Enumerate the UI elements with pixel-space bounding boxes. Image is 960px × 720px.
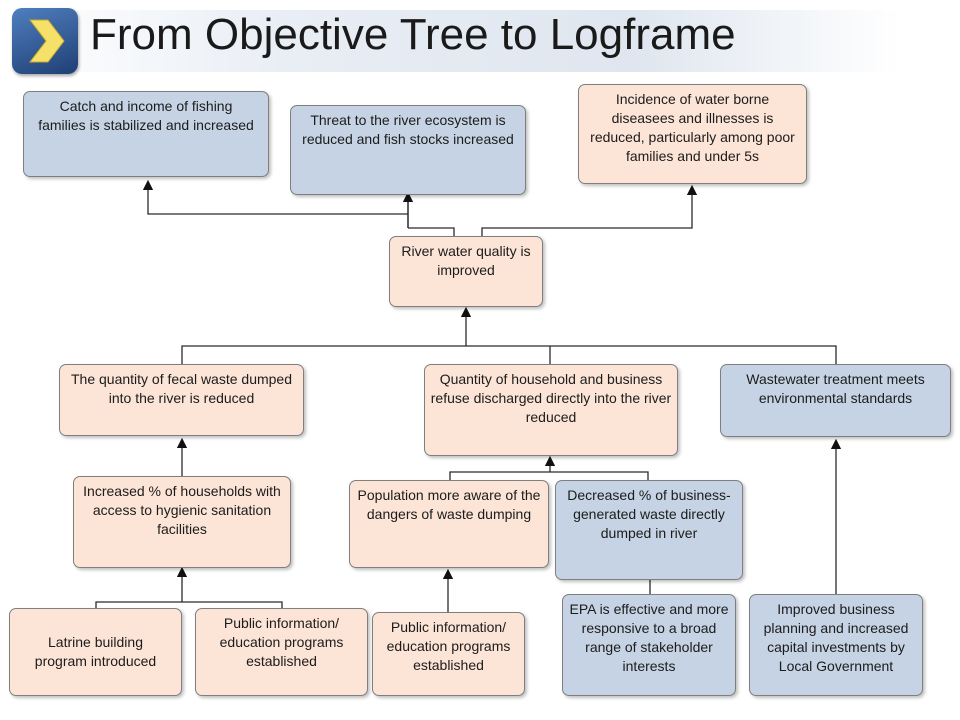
node-river-quality: River water quality is improved: [389, 236, 543, 307]
node-sanitation: Increased % of households with access to…: [73, 476, 291, 568]
node-latrine: Latrine building program introduced: [9, 608, 182, 696]
node-threat-river: Threat to the river ecosystem is reduced…: [290, 105, 526, 195]
node-population-aware: Population more aware of the dangers of …: [349, 480, 549, 568]
node-public-info-1: Public information/ education programs e…: [195, 608, 368, 696]
node-river-quality-text: River water quality is improved: [401, 243, 531, 278]
node-catch-income-text: Catch and income of fishing families is …: [38, 98, 254, 133]
page-title: From Objective Tree to Logframe: [90, 10, 736, 59]
node-water-borne-text: Incidence of water borne diseasees and i…: [590, 91, 795, 164]
node-wastewater: Wastewater treatment meets environmental…: [720, 364, 951, 437]
connector-to-household-refuse: [449, 461, 649, 480]
node-business-waste: Decreased % of business-generated waste …: [555, 480, 743, 580]
node-fecal-waste-text: The quantity of fecal waste dumped into …: [70, 371, 293, 406]
node-business-waste-text: Decreased % of business-generated waste …: [567, 487, 731, 541]
node-latrine-text: Latrine building program introduced: [34, 634, 157, 669]
node-threat-river-text: Threat to the river ecosystem is reduced…: [302, 112, 514, 147]
node-epa: EPA is effective and more responsive to …: [562, 594, 736, 696]
connector-river-to-waterborne: [481, 184, 698, 236]
node-water-borne: Incidence of water borne diseasees and i…: [578, 84, 807, 184]
chevron-right-icon: [12, 8, 78, 74]
node-public-info-2: Public information/ education programs e…: [372, 612, 525, 696]
connector-to-river-quality: [181, 312, 837, 364]
node-household-refuse-text: Quantity of household and business refus…: [430, 371, 672, 425]
node-sanitation-text: Increased % of households with access to…: [83, 483, 281, 537]
node-household-refuse: Quantity of household and business refus…: [424, 364, 678, 456]
connector-to-sanitation: [95, 572, 283, 608]
node-public-info-1-text: Public information/ education programs e…: [219, 615, 344, 669]
node-business-planning-text: Improved business planning and increased…: [763, 601, 909, 674]
node-catch-income: Catch and income of fishing families is …: [23, 91, 269, 177]
node-business-planning: Improved business planning and increased…: [749, 594, 923, 696]
node-fecal-waste: The quantity of fecal waste dumped into …: [59, 364, 304, 436]
node-public-info-2-text: Public information/ education programs e…: [386, 619, 511, 673]
node-epa-text: EPA is effective and more responsive to …: [569, 601, 729, 674]
node-population-aware-text: Population more aware of the dangers of …: [357, 487, 541, 522]
title-band: [16, 10, 900, 72]
node-wastewater-text: Wastewater treatment meets environmental…: [746, 371, 925, 406]
